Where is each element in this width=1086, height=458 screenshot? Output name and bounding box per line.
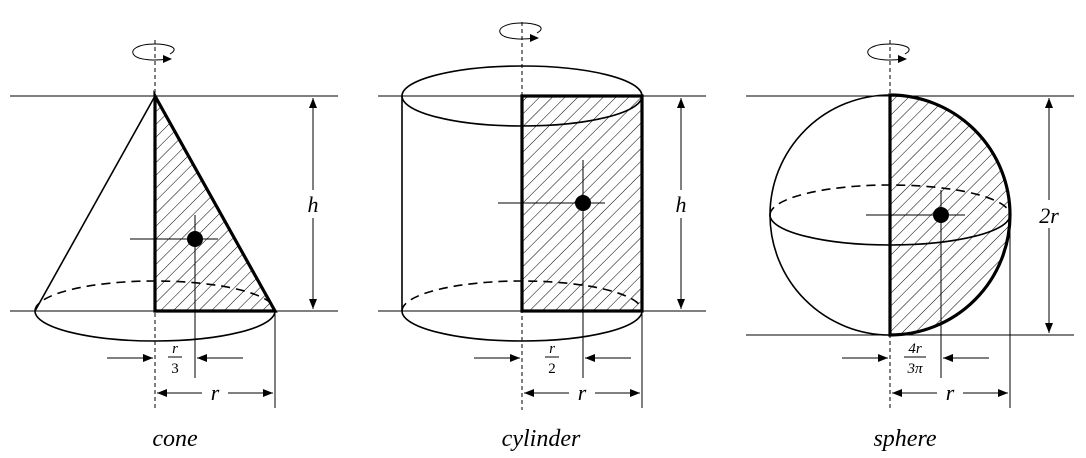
height-label: h — [308, 192, 319, 217]
rotation-arrow-icon — [867, 43, 910, 63]
fraction-numerator: 4r — [908, 341, 922, 357]
shape-caption: cone — [152, 426, 198, 452]
fraction-denominator: 3π — [906, 361, 923, 377]
cone-figure: h r 3 r cone — [10, 40, 338, 452]
radius-label: r — [578, 380, 587, 405]
cone-cross-section — [153, 89, 278, 313]
height-label: 2r — [1039, 203, 1059, 228]
rotation-arrow-icon — [132, 43, 175, 63]
rotation-arrow-icon — [499, 22, 542, 42]
fraction-numerator: r — [172, 341, 178, 357]
cylinder-base-front — [401, 310, 643, 342]
cylinder-figure: h r 2 r cylinder — [378, 22, 706, 452]
fraction-denominator: 2 — [548, 361, 556, 377]
centroid-point — [187, 231, 203, 247]
centroid-point — [575, 195, 591, 211]
radius-label: r — [946, 380, 955, 405]
shape-caption: sphere — [873, 426, 936, 452]
shape-caption: cylinder — [502, 426, 581, 452]
height-label: h — [676, 192, 687, 217]
sphere-figure: 2r 4r 3π r sphere — [746, 40, 1074, 452]
centroid-point — [933, 207, 949, 223]
radius-label: r — [211, 380, 220, 405]
cone-base-front — [34, 310, 276, 342]
fraction-denominator: 3 — [171, 361, 179, 377]
sphere-equator-front — [769, 214, 1011, 246]
fraction-numerator: r — [549, 341, 555, 357]
cone-side — [34, 95, 156, 312]
